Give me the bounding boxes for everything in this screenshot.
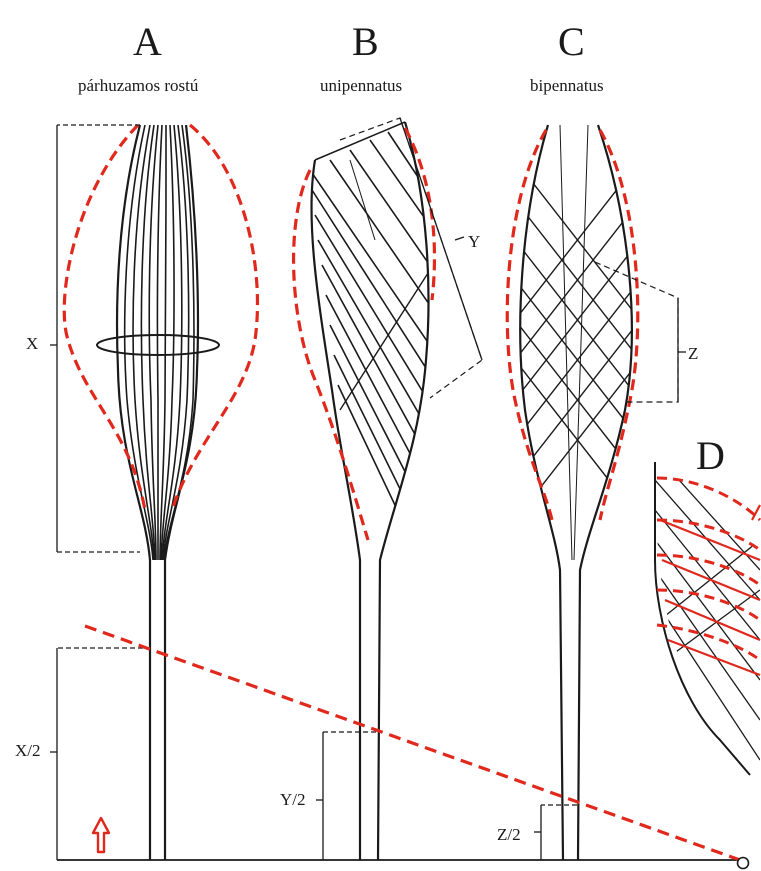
pivot-circle-icon bbox=[738, 858, 749, 869]
muscle-b-outline bbox=[294, 128, 435, 540]
muscle-a bbox=[97, 125, 219, 860]
muscle-b bbox=[310, 122, 440, 860]
muscle-c bbox=[515, 125, 640, 860]
muscle-a-outline bbox=[64, 125, 257, 510]
up-arrow-icon bbox=[93, 818, 109, 852]
muscle-c-outline bbox=[507, 130, 638, 520]
half-length-diagonal bbox=[85, 626, 740, 860]
